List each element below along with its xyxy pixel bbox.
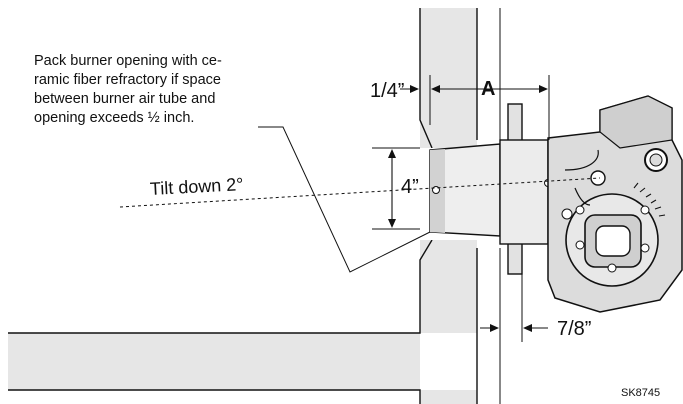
wall-edges (8, 8, 478, 404)
dim-quarter-label: 1/4” (370, 80, 405, 102)
dim-flange-gap-label: 7/8” (557, 318, 592, 340)
ignition-fitting (590, 170, 606, 186)
burner-port-inner (649, 153, 663, 167)
burner-wiring (564, 149, 599, 206)
dim-opening-label: 4” (401, 176, 419, 198)
flange-collar (499, 139, 549, 245)
tilt-centerline (119, 177, 601, 208)
flange-gap-arrows (490, 324, 532, 332)
pump-bolt-2 (640, 205, 650, 215)
chamber-wall (8, 8, 477, 404)
burner-top-box (599, 95, 673, 149)
note-leader (258, 126, 431, 273)
pump-face (595, 225, 631, 257)
pump-bolt-5 (607, 263, 617, 273)
dim-a-arrows (410, 85, 548, 93)
drawing-id: SK8745 (621, 387, 661, 399)
pump-bolt-4 (640, 243, 650, 253)
pump-bolt-3 (575, 240, 585, 250)
pump-bolt-1 (575, 205, 585, 215)
refractory-note: Pack burner opening with ce- ramic fiber… (34, 53, 222, 126)
opening-dim-arrows (388, 149, 396, 228)
air-adjust-scale (633, 182, 666, 217)
dim-a-label: A (481, 78, 496, 100)
adjust-knob (561, 208, 573, 220)
